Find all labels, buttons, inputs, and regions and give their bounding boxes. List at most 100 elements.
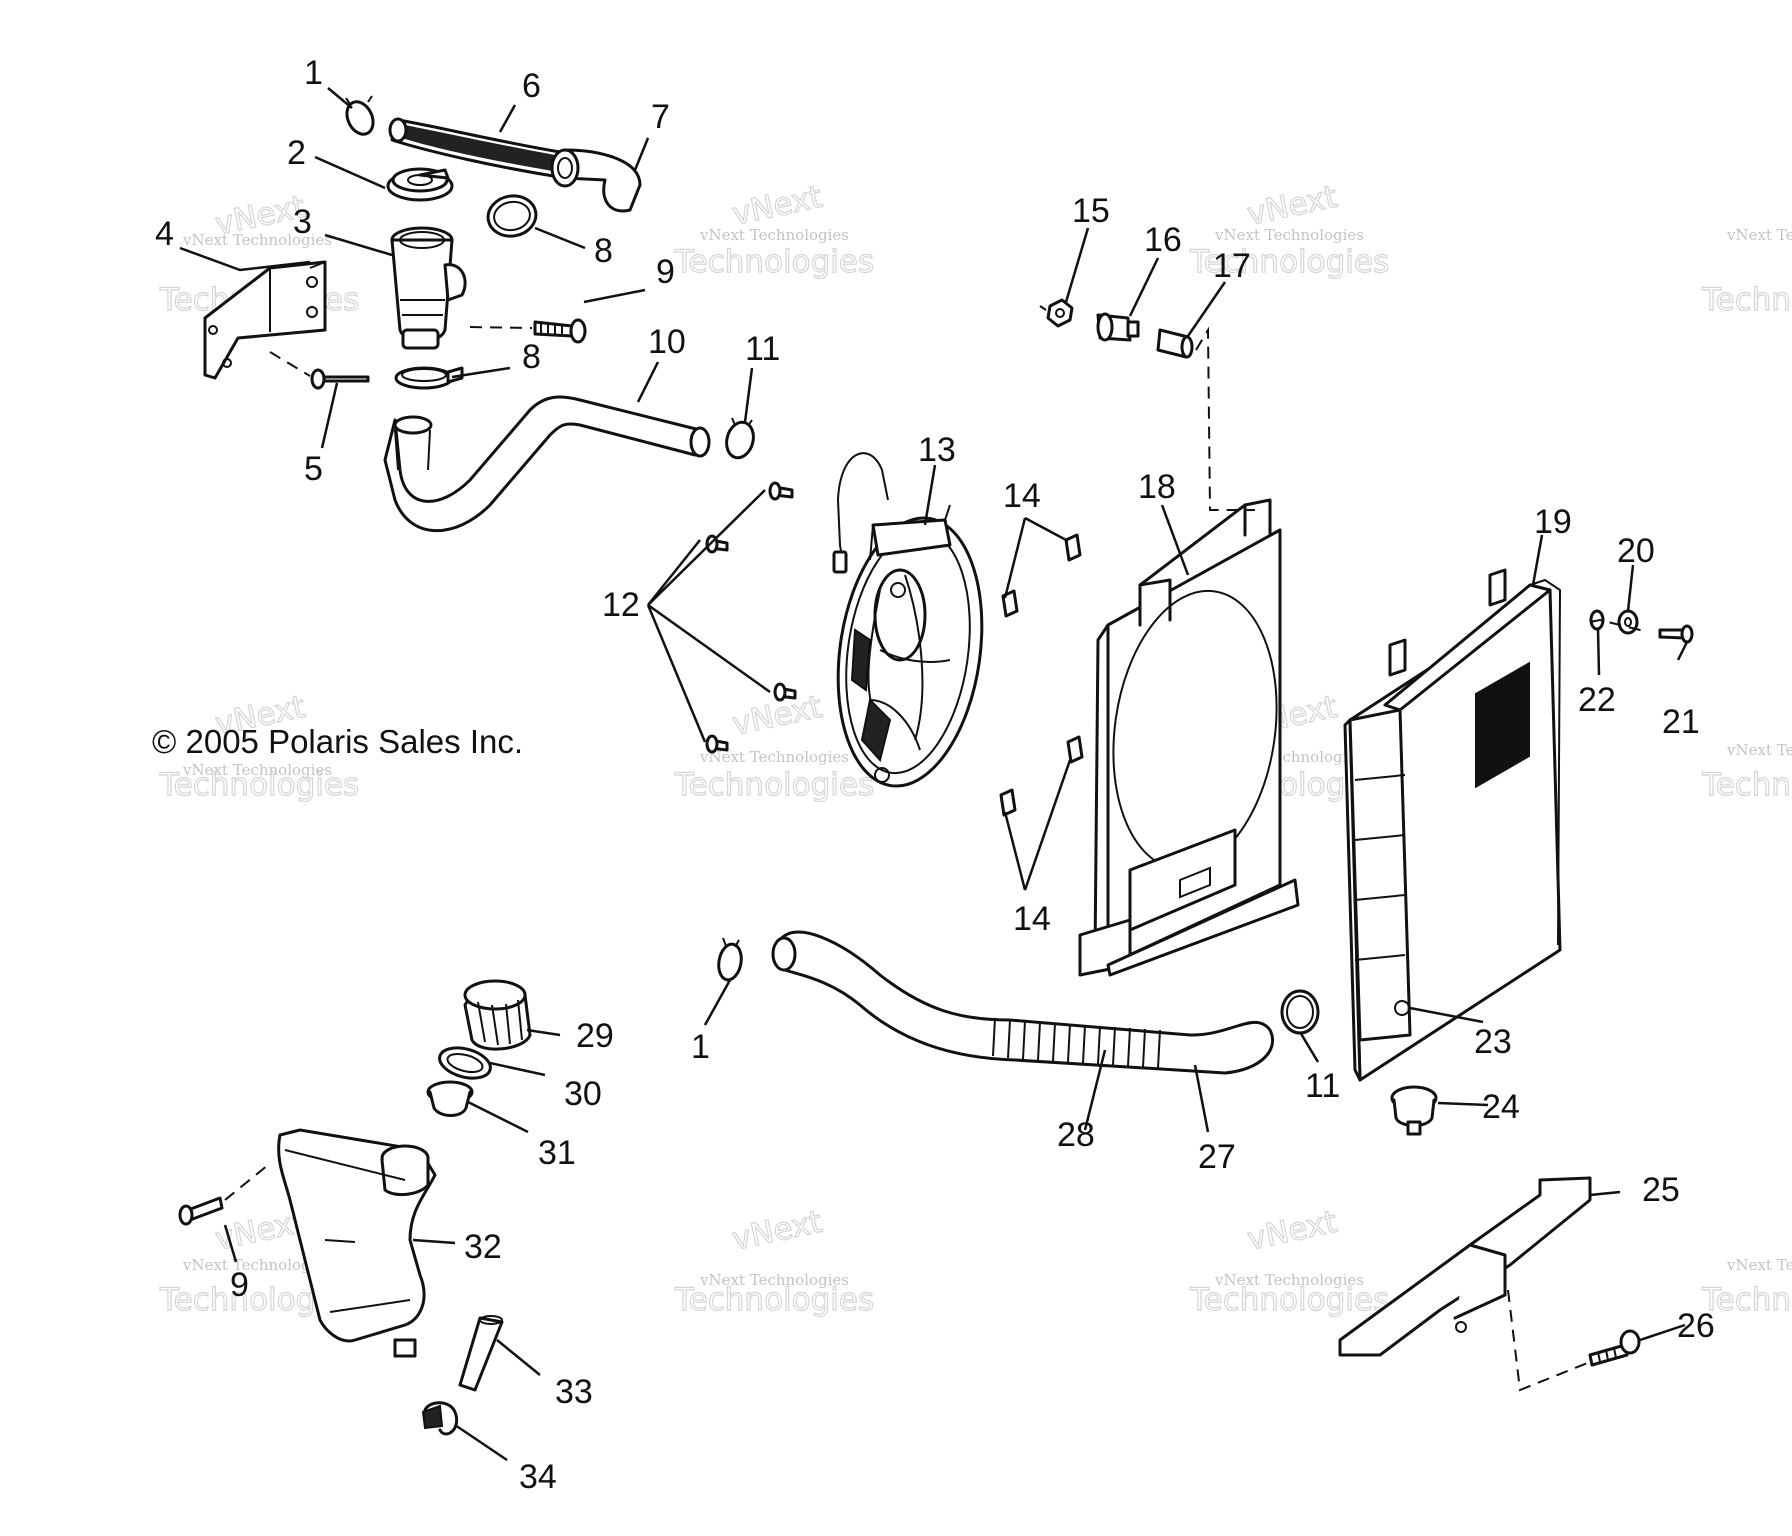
part-3-filler-neck [390, 226, 467, 350]
svg-text:vNext: vNext [729, 179, 825, 233]
svg-text:Technologies: Technologies [1701, 1282, 1792, 1318]
part-26-screw [1588, 1329, 1641, 1367]
callout-18: 18 [1138, 468, 1176, 506]
part-5-pin [310, 368, 370, 390]
part-1-hose-clamp [345, 95, 375, 136]
part-31-reservoir-ring [426, 1080, 474, 1117]
callout-30: 30 [564, 1075, 602, 1113]
callout-15: 15 [1072, 192, 1110, 230]
part-12-fan-bolts [705, 481, 797, 754]
callout-labels: 1 2 3 4 5 6 7 8 9 8 10 11 12 13 14 14 15… [155, 54, 1715, 1496]
callout-20: 20 [1617, 532, 1655, 570]
callout-21: 21 [1662, 703, 1700, 741]
callout-32: 32 [464, 1228, 502, 1266]
svg-text:vNext Technologies: vNext Technologies [1726, 1256, 1792, 1274]
part-8-hose-clamp-lower [394, 366, 464, 390]
svg-text:vNext Technologies: vNext Technologies [699, 226, 849, 244]
callout-28: 28 [1057, 1116, 1095, 1154]
part-24-drain-plug [1390, 1085, 1438, 1136]
svg-text:vNext Technologies: vNext Technologies [1726, 226, 1792, 244]
part-20-washer [1617, 609, 1639, 635]
part-10-hose [383, 395, 711, 533]
watermark-layer: vNext vNext Technologies Technologies vN… [158, 178, 1792, 1319]
callout-1: 1 [304, 54, 323, 92]
callout-2: 2 [287, 134, 306, 172]
part-11-hose-clamp-lower [1280, 989, 1320, 1035]
callout-12: 12 [602, 586, 640, 624]
callout-23: 23 [1474, 1023, 1512, 1061]
part-32-coolant-reservoir [277, 1128, 437, 1358]
callout-3: 3 [293, 203, 312, 241]
svg-text:Technologies: Technologies [1701, 282, 1792, 318]
part-9-screw [533, 318, 587, 344]
svg-text:Technologies: Technologies [1701, 767, 1792, 803]
callout-25: 25 [1642, 1171, 1680, 1209]
svg-text:vNext Technologies: vNext Technologies [1214, 226, 1364, 244]
part-33-overflow-hose [458, 1315, 504, 1392]
part-29-reservoir-cap [463, 979, 532, 1051]
callout-5: 5 [304, 450, 323, 488]
part-1-hose-clamp-lower [717, 937, 743, 982]
part-34-hose-clip [421, 1401, 459, 1436]
part-25-lower-bracket [1338, 1176, 1592, 1357]
callout-26: 26 [1677, 1307, 1715, 1345]
callout-19: 19 [1534, 503, 1572, 541]
svg-text:Technologies: Technologies [674, 1282, 874, 1318]
watermark-bottom-right: vNext vNext Technologies Technologies [1188, 1203, 1389, 1318]
callout-17: 17 [1213, 247, 1251, 285]
part-13-cooling-fan [832, 452, 984, 788]
callout-8: 8 [594, 232, 613, 270]
svg-text:Technologies: Technologies [674, 244, 874, 280]
part-17-spacer [1156, 328, 1194, 359]
callout-9b: 9 [230, 1266, 249, 1304]
callout-11b: 11 [1305, 1067, 1340, 1105]
callout-11: 11 [745, 330, 780, 368]
callout-7: 7 [651, 98, 670, 136]
part-8-hose-clamp [486, 194, 538, 238]
svg-text:vNext: vNext [1244, 1204, 1340, 1258]
svg-text:vNext Technologies: vNext Technologies [1726, 741, 1792, 759]
part-4-mounting-bracket [203, 260, 327, 380]
callout-24: 24 [1482, 1088, 1520, 1126]
callout-6: 6 [522, 67, 541, 105]
leader-lines [179, 87, 1689, 1462]
watermark-top-center: vNext vNext Technologies Technologies [673, 178, 874, 280]
part-11-hose-clamp [725, 417, 755, 460]
svg-text:Technologies: Technologies [1189, 1282, 1389, 1318]
callout-4: 4 [155, 215, 174, 253]
svg-text:vNext Technologies: vNext Technologies [699, 748, 849, 766]
svg-text:vNext Technologies: vNext Technologies [1214, 1271, 1364, 1289]
callout-33: 33 [555, 1373, 593, 1411]
svg-text:vNext Technologies: vNext Technologies [182, 231, 332, 249]
part-21-bolt [1658, 624, 1694, 644]
part-15-nut [1046, 298, 1074, 328]
callout-9: 9 [656, 253, 675, 291]
callout-31: 31 [538, 1134, 576, 1172]
copyright-notice: © 2005 Polaris Sales Inc. [152, 723, 523, 760]
part-19-radiator [1343, 568, 1562, 1082]
callout-34: 34 [519, 1458, 557, 1496]
svg-text:Technologies: Technologies [1189, 244, 1389, 280]
callout-22: 22 [1578, 681, 1616, 719]
svg-text:Technologies: Technologies [674, 767, 874, 803]
callout-29: 29 [576, 1017, 614, 1055]
watermark-bottom-edge: vNext Technologies Technologies [1700, 1256, 1792, 1319]
callout-13: 13 [918, 431, 956, 469]
part-30-gasket [438, 1046, 492, 1080]
svg-text:vNext: vNext [729, 1204, 825, 1258]
part-2-radiator-cap [386, 167, 454, 202]
svg-text:vNext Technologies: vNext Technologies [699, 1271, 849, 1289]
part-18-fan-shroud [1078, 498, 1300, 977]
part-9-screw-lower [178, 1196, 224, 1226]
callout-16: 16 [1144, 221, 1182, 259]
alignment-lines [224, 305, 1649, 1392]
watermark-bottom-center: vNext vNext Technologies Technologies [673, 1203, 874, 1318]
svg-text:vNext: vNext [1244, 179, 1340, 233]
callout-14: 14 [1003, 477, 1041, 515]
callout-1b: 1 [691, 1028, 710, 1066]
part-14-clips [999, 533, 1084, 817]
part-16-bushing [1096, 312, 1140, 342]
watermark-mid-edge: vNext Technologies Technologies [1700, 741, 1792, 804]
svg-text:Technologies: Technologies [159, 767, 359, 803]
